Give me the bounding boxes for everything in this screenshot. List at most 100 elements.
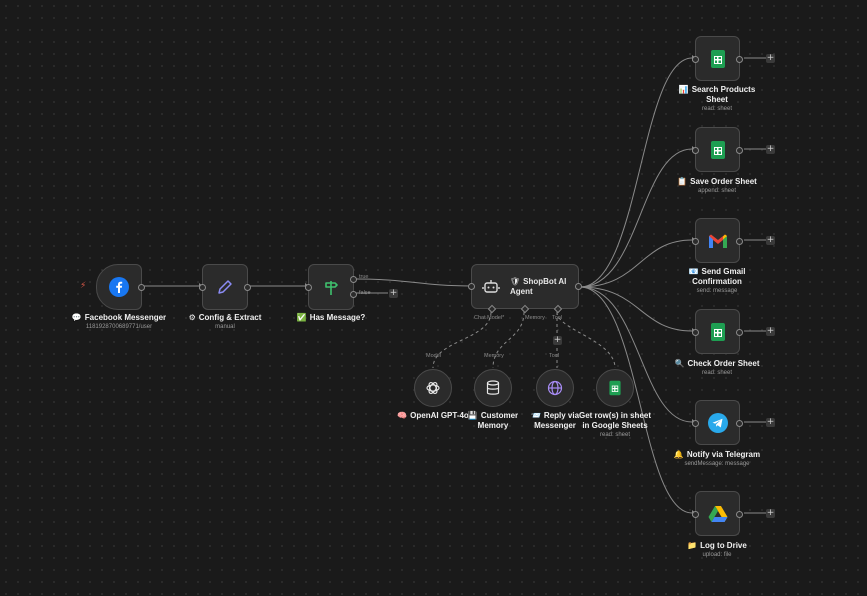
wire-model	[432, 311, 492, 369]
memory-port-label: Memory	[525, 315, 545, 321]
output-port[interactable]	[736, 238, 743, 245]
wire-agent-out-5	[579, 286, 693, 423]
has-message-node[interactable]	[305, 264, 357, 310]
get-rows-label-2: in Google Sheets	[582, 421, 648, 430]
send-gmail-node[interactable]	[692, 218, 743, 263]
check-order-sub: read: sheet	[701, 370, 733, 376]
log-drive-node[interactable]	[692, 491, 743, 536]
config-label: ⚙Config & Extract	[188, 313, 262, 322]
google-sheets-icon	[710, 49, 725, 68]
save-order-sub: append: sheet	[697, 188, 737, 194]
chat-model-port-label: Chat Model*	[474, 315, 505, 321]
openai-icon	[426, 382, 440, 394]
output-port[interactable]	[736, 147, 743, 154]
config-sub: manual	[215, 324, 235, 330]
magnifier-icon: 🔍	[674, 359, 685, 368]
log-drive-sub: upload: file	[702, 552, 732, 558]
memory-connector-label: Memory	[484, 353, 504, 359]
agent-label: 🛡ShopBot AI Agent	[510, 276, 567, 296]
input-port[interactable]	[692, 56, 699, 63]
wire-agent-out-6	[579, 286, 693, 514]
checkmark-icon: ✅	[296, 313, 307, 322]
search-products-label-2: Sheet	[706, 95, 728, 104]
get-rows-sub: read: sheet	[599, 432, 631, 438]
false-port[interactable]	[350, 291, 357, 298]
tool-port-label: Tool	[552, 315, 563, 321]
input-port[interactable]	[305, 284, 312, 291]
has-message-label: ✅Has Message?	[296, 313, 366, 322]
facebook-messenger-node[interactable]	[96, 264, 145, 310]
search-products-label: 📊Search Products	[678, 85, 756, 94]
output-port[interactable]	[736, 329, 743, 336]
openai-node[interactable]	[414, 369, 452, 407]
true-output-label: true	[359, 274, 369, 280]
facebook-icon	[109, 277, 129, 297]
telegram-icon	[707, 412, 728, 433]
log-drive-label: 📁Log to Drive	[687, 541, 747, 550]
add-node-button[interactable]: +	[766, 235, 775, 245]
input-port[interactable]	[692, 147, 699, 154]
wire-tool-sheets	[556, 311, 616, 369]
google-sheets-icon	[609, 380, 621, 396]
get-rows-sheet-node[interactable]	[596, 369, 634, 407]
wire-agent-out-4	[579, 286, 693, 332]
brain-icon: 🧠	[397, 411, 408, 420]
output-port[interactable]	[138, 284, 145, 291]
add-node-button[interactable]: +	[389, 288, 398, 298]
email-icon: 📧	[688, 267, 699, 276]
reply-messenger-node[interactable]	[536, 369, 574, 407]
chat-emoji-icon: 💬	[71, 313, 82, 322]
add-node-button[interactable]: +	[766, 326, 775, 336]
floppy-icon: 💾	[467, 411, 478, 420]
search-products-node[interactable]	[692, 36, 743, 81]
send-gmail-sub: send: message	[696, 288, 738, 294]
add-node-button[interactable]: +	[766, 144, 775, 154]
true-port[interactable]	[350, 276, 357, 283]
robot-icon	[482, 279, 500, 293]
output-port[interactable]	[736, 56, 743, 63]
pencil-icon	[218, 280, 232, 294]
trigger-sub: 1181928700689771/user	[85, 324, 153, 330]
output-port[interactable]	[575, 283, 582, 290]
input-port[interactable]	[199, 284, 206, 291]
add-node-button[interactable]: +	[766, 508, 775, 518]
notify-telegram-sub: sendMessage: message	[684, 461, 750, 467]
google-drive-icon	[708, 505, 727, 522]
input-port[interactable]	[692, 329, 699, 336]
output-port[interactable]	[736, 420, 743, 427]
save-order-node[interactable]	[692, 127, 743, 172]
shield-icon: 🛡	[510, 276, 521, 286]
openai-label: 🧠OpenAI GPT-4o	[397, 411, 469, 420]
output-port[interactable]	[736, 511, 743, 518]
add-node-button[interactable]: +	[766, 417, 775, 427]
check-order-label: 🔍Check Order Sheet	[674, 359, 760, 368]
trigger-label: 💬Facebook Messenger	[71, 313, 167, 322]
database-icon	[486, 380, 500, 395]
google-sheets-icon	[710, 140, 725, 159]
model-connector-label: Model	[426, 353, 441, 359]
globe-icon	[547, 380, 563, 396]
add-node-button[interactable]: +	[766, 53, 775, 63]
notify-telegram-node[interactable]	[692, 400, 743, 445]
google-sheets-icon	[710, 322, 725, 341]
input-port[interactable]	[692, 511, 699, 518]
tool-connector-label: Tool	[549, 353, 560, 359]
lightning-icon: ⚡	[80, 281, 87, 291]
wire-agent-out-2	[579, 148, 693, 288]
shopbot-agent-node[interactable]: 🛡ShopBot AI Agent	[468, 264, 582, 314]
input-port[interactable]	[468, 283, 475, 290]
bell-icon: 🔔	[673, 450, 684, 459]
add-tool-button[interactable]: +	[553, 335, 562, 345]
wire-agent-out-3	[579, 239, 693, 288]
input-port[interactable]	[692, 238, 699, 245]
customer-memory-node[interactable]	[474, 369, 512, 407]
check-order-node[interactable]	[692, 309, 743, 354]
reply-messenger-label: 📨Reply via	[530, 411, 580, 420]
reply-messenger-label-2: Messenger	[534, 421, 576, 430]
send-gmail-label: 📧Send Gmail	[688, 267, 746, 276]
input-port[interactable]	[692, 420, 699, 427]
config-extract-node[interactable]	[199, 264, 251, 310]
envelope-icon: 📨	[530, 411, 541, 420]
output-port[interactable]	[244, 284, 251, 291]
